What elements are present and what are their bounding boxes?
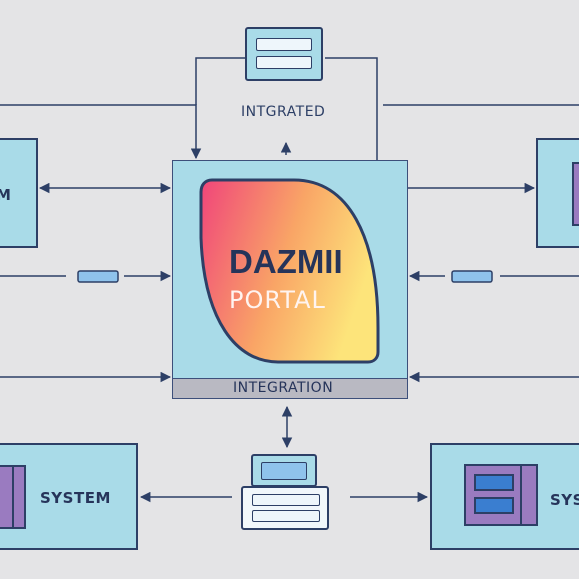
- bottom-right-system-box: SYS: [430, 443, 579, 550]
- bottom-document-icon: [241, 486, 329, 530]
- monitor-icon: [251, 454, 317, 487]
- bottom-left-system-label: SYSTEM: [40, 489, 111, 507]
- portal-core: [199, 178, 380, 364]
- bottom-left-system-box: SYSTEM: [0, 443, 138, 550]
- bottom-right-system-label: SYS: [550, 491, 579, 509]
- integration-label: INTEGRATION: [233, 380, 334, 396]
- doc-line-icon: [256, 38, 312, 51]
- doc-line-icon: [252, 510, 320, 522]
- server-rack-icon: [0, 465, 26, 529]
- portal-title: DAZMII: [229, 243, 343, 280]
- doc-line-icon: [252, 494, 320, 506]
- right-system-box: [536, 138, 579, 248]
- portal-frame: DAZMII PORTAL: [172, 160, 408, 398]
- integration-bar: INTEGRATION: [172, 378, 408, 399]
- left-system-box: M: [0, 138, 38, 248]
- top-document-icon: [245, 27, 323, 81]
- screen-icon: [261, 462, 307, 480]
- left-system-label: M: [0, 186, 12, 204]
- server-panel-icon: [464, 464, 538, 526]
- top-label: INTGRATED: [241, 104, 326, 120]
- doc-line-icon: [256, 56, 312, 69]
- purple-panel-icon: [572, 162, 579, 226]
- portal-subtitle: PORTAL: [229, 286, 326, 314]
